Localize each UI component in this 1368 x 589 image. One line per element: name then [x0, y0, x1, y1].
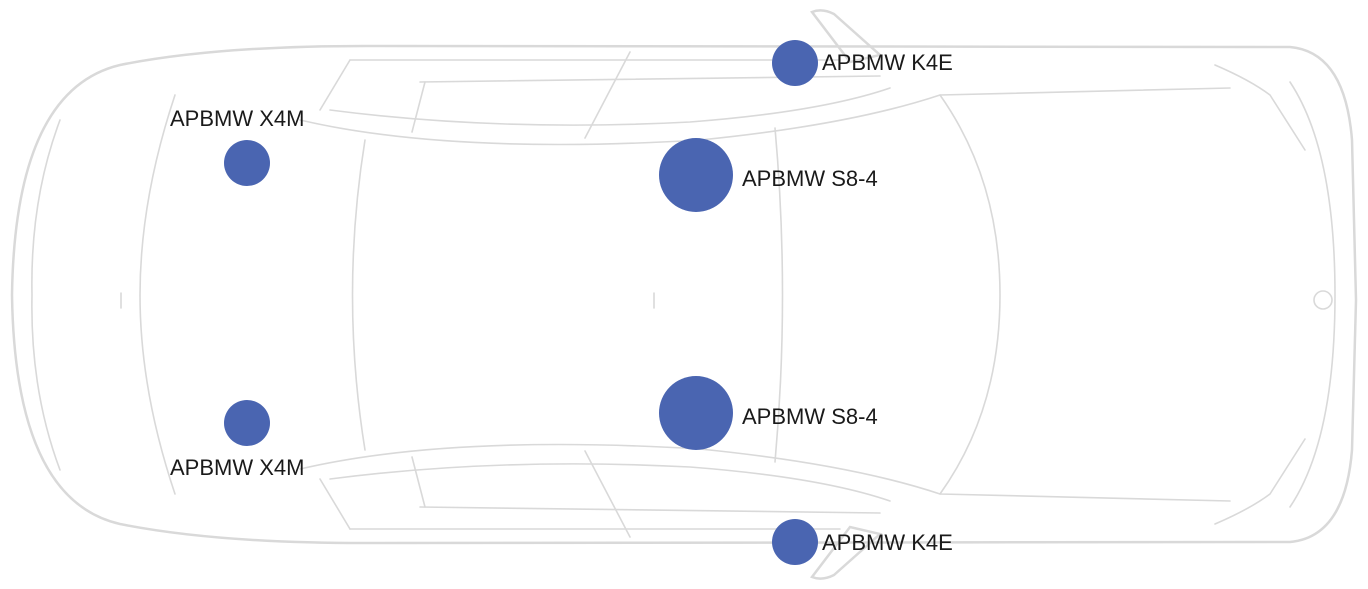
speaker-label-center-right: APBMW S8-4	[742, 404, 878, 429]
speaker-dot-rear-right	[224, 400, 270, 446]
speaker-label-center-left: APBMW S8-4	[742, 166, 878, 191]
speaker-dot-rear-left	[224, 140, 270, 186]
speaker-dot-center-left	[659, 138, 733, 212]
speaker-dot-center-right	[659, 376, 733, 450]
speaker-dot-front-left-door	[772, 40, 818, 86]
speaker-label-front-right-door: APBMW K4E	[822, 530, 953, 555]
speaker-label-front-left-door: APBMW K4E	[822, 50, 953, 75]
speaker-label-rear-right: APBMW X4M	[170, 455, 305, 480]
speaker-label-rear-left: APBMW X4M	[170, 106, 305, 131]
speaker-dot-front-right-door	[772, 519, 818, 565]
